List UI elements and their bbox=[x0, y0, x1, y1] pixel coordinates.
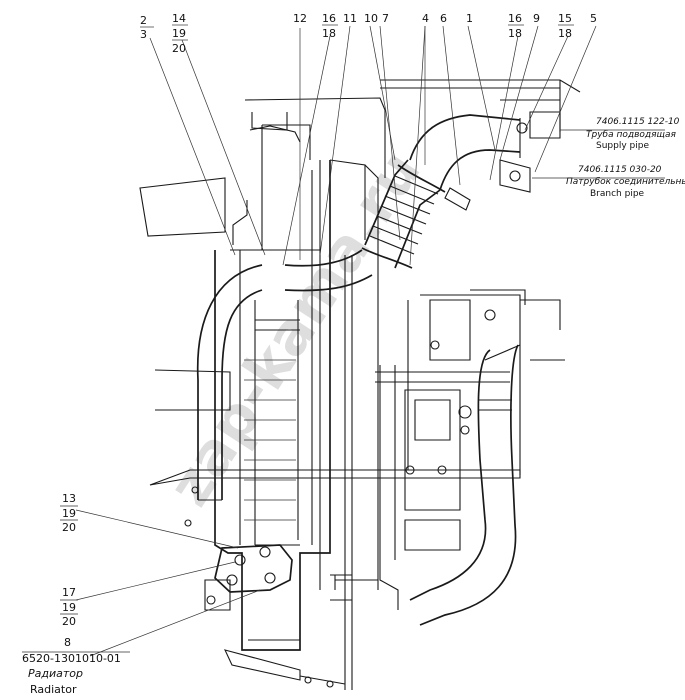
svg-text:18: 18 bbox=[322, 27, 336, 40]
callout-7: 7 bbox=[382, 12, 389, 25]
left-bypass-pipe bbox=[184, 264, 263, 527]
callout-6: 6 bbox=[440, 12, 447, 25]
callout-16a: 16 18 bbox=[322, 12, 338, 40]
svg-text:13: 13 bbox=[62, 492, 76, 505]
callouts-top: 2 3 14 19 20 12 16 18 11 10 7 4 6 1 16 1… bbox=[140, 12, 597, 55]
callout-15: 15 18 bbox=[558, 12, 574, 40]
radiator-core-fins bbox=[244, 359, 296, 521]
svg-text:Радиатор: Радиатор bbox=[28, 667, 83, 680]
callout-5: 5 bbox=[590, 12, 597, 25]
svg-text:7406.1115 122-10: 7406.1115 122-10 bbox=[596, 117, 680, 127]
svg-text:19: 19 bbox=[62, 601, 76, 614]
supply-pipe-label: 7406.1115 122-10 Труба подводящая Supply… bbox=[586, 117, 680, 151]
svg-text:Branch pipe: Branch pipe bbox=[590, 189, 645, 199]
svg-text:19: 19 bbox=[172, 27, 186, 40]
vehicle-frame bbox=[139, 79, 581, 610]
callout-14: 14 19 20 bbox=[172, 12, 188, 55]
svg-text:Патрубок соединительный: Патрубок соединительный bbox=[566, 177, 685, 187]
svg-text:19: 19 bbox=[62, 507, 76, 520]
callout-10: 10 bbox=[364, 12, 378, 25]
leader-lines bbox=[75, 25, 665, 657]
svg-text:17: 17 bbox=[62, 586, 76, 599]
branch-pipe-label: 7406.1115 030-20 Патрубок соединительный… bbox=[566, 165, 685, 199]
radiator-body bbox=[214, 124, 379, 651]
radiator-label: 6520-1301010-01 Радиатор Radiator bbox=[22, 651, 130, 696]
callout-11: 11 bbox=[343, 12, 357, 25]
svg-text:20: 20 bbox=[172, 42, 186, 55]
watermark: zap-kama.ru bbox=[155, 139, 434, 518]
engine-details bbox=[404, 299, 496, 551]
support-rods bbox=[330, 255, 353, 690]
callout-12: 12 bbox=[293, 12, 307, 25]
svg-text:16: 16 bbox=[508, 12, 522, 25]
svg-text:7406.1115 030-20: 7406.1115 030-20 bbox=[578, 165, 662, 175]
svg-text:2: 2 bbox=[140, 14, 147, 27]
callout-8: 8 bbox=[64, 636, 71, 649]
bottom-bracket bbox=[224, 649, 346, 688]
svg-text:Radiator: Radiator bbox=[30, 683, 77, 696]
callout-2: 2 3 bbox=[140, 14, 154, 41]
return-pipe bbox=[409, 344, 521, 626]
supply-pipe-assembly bbox=[284, 111, 561, 292]
svg-text:16: 16 bbox=[322, 12, 336, 25]
svg-text:20: 20 bbox=[62, 615, 76, 628]
callout-13: 13 19 20 bbox=[60, 492, 78, 534]
svg-text:3: 3 bbox=[140, 28, 147, 41]
callout-17: 17 19 20 bbox=[60, 586, 78, 628]
svg-text:Supply pipe: Supply pipe bbox=[596, 141, 649, 151]
flange-plate bbox=[204, 544, 293, 611]
corrugated-hose-rings bbox=[369, 175, 439, 255]
callout-1: 1 bbox=[466, 12, 473, 25]
svg-text:6520-1301010-01: 6520-1301010-01 bbox=[22, 652, 121, 665]
svg-text:20: 20 bbox=[62, 521, 76, 534]
svg-text:18: 18 bbox=[558, 27, 572, 40]
svg-text:15: 15 bbox=[558, 12, 572, 25]
svg-text:14: 14 bbox=[172, 12, 186, 25]
callout-16b: 16 18 bbox=[508, 12, 524, 40]
callout-4: 4 bbox=[422, 12, 429, 25]
svg-text:Труба подводящая: Труба подводящая bbox=[586, 130, 677, 140]
callout-9: 9 bbox=[533, 12, 540, 25]
svg-text:18: 18 bbox=[508, 27, 522, 40]
